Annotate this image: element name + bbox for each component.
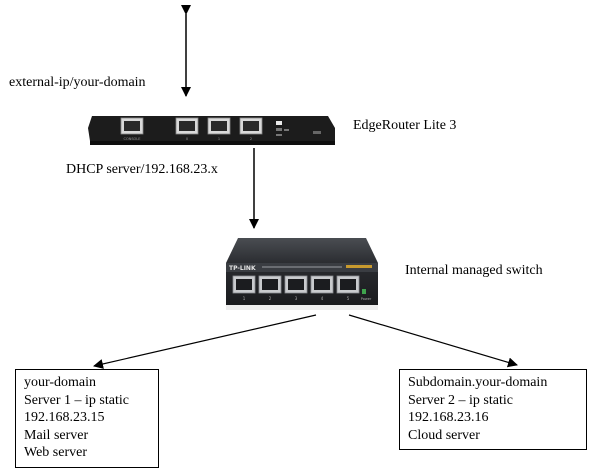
switch-port-label: 3 <box>295 296 298 301</box>
server-2-box: Subdomain.your-domain Server 2 – ip stat… <box>399 369 587 450</box>
router-port-1 <box>207 117 231 135</box>
router-port-0 <box>175 117 199 135</box>
server-1-box: your-domain Server 1 – ip static 192.168… <box>15 369 159 468</box>
switch-port-label: 4 <box>321 296 324 301</box>
server-1-role-mail: Mail server <box>24 427 89 443</box>
switch-power-label: Power <box>361 297 372 301</box>
switch-port-1 <box>232 275 256 294</box>
router-reset-icon <box>313 131 321 134</box>
router-status-leds <box>276 121 289 136</box>
router-port-label: 2 <box>250 137 252 141</box>
arrow-switch-server-2 <box>348 314 518 368</box>
switch-model-badge <box>346 265 372 268</box>
arrow-switch-server-1 <box>93 314 317 369</box>
server-1-role-web: Web server <box>24 445 88 461</box>
switch-brand-logo: TP-LINK <box>229 265 256 272</box>
managed-switch-device: TP-LINK 1 2 3 4 5 Power <box>226 238 378 310</box>
switch-port-label: 2 <box>269 296 272 301</box>
server-1-domain: your-domain <box>24 375 97 390</box>
external-ip-label: external-ip/your-domain <box>9 75 146 90</box>
switch-port-3 <box>284 275 308 294</box>
server-1-title: Server 1 – ip static <box>24 392 129 408</box>
switch-port-4 <box>310 275 334 294</box>
router-name-label: EdgeRouter Lite 3 <box>353 118 457 133</box>
edgerouter-device: CONSOLE 0 1 2 <box>88 116 335 145</box>
switch-port-label: 1 <box>243 296 246 301</box>
router-port-console <box>120 117 144 135</box>
switch-port-label: 5 <box>347 296 350 301</box>
router-port-2 <box>239 117 263 135</box>
router-port-label: CONSOLE <box>124 137 141 141</box>
switch-power-led-icon <box>362 289 366 294</box>
server-2-role-cloud: Cloud server <box>408 427 480 443</box>
router-port-label: 0 <box>186 137 188 141</box>
switch-model-strip <box>262 266 342 268</box>
dhcp-server-label: DHCP server/192.168.23.x <box>66 162 218 177</box>
switch-name-label: Internal managed switch <box>405 263 543 278</box>
server-2-domain: Subdomain.your-domain <box>408 375 548 390</box>
router-port-label: 1 <box>218 137 220 141</box>
switch-port-2 <box>258 275 282 294</box>
server-2-ip: 192.168.23.16 <box>408 410 489 426</box>
server-2-title: Server 2 – ip static <box>408 392 513 408</box>
server-1-ip: 192.168.23.15 <box>24 410 105 426</box>
switch-shadow <box>226 305 378 310</box>
switch-port-5 <box>336 275 360 294</box>
